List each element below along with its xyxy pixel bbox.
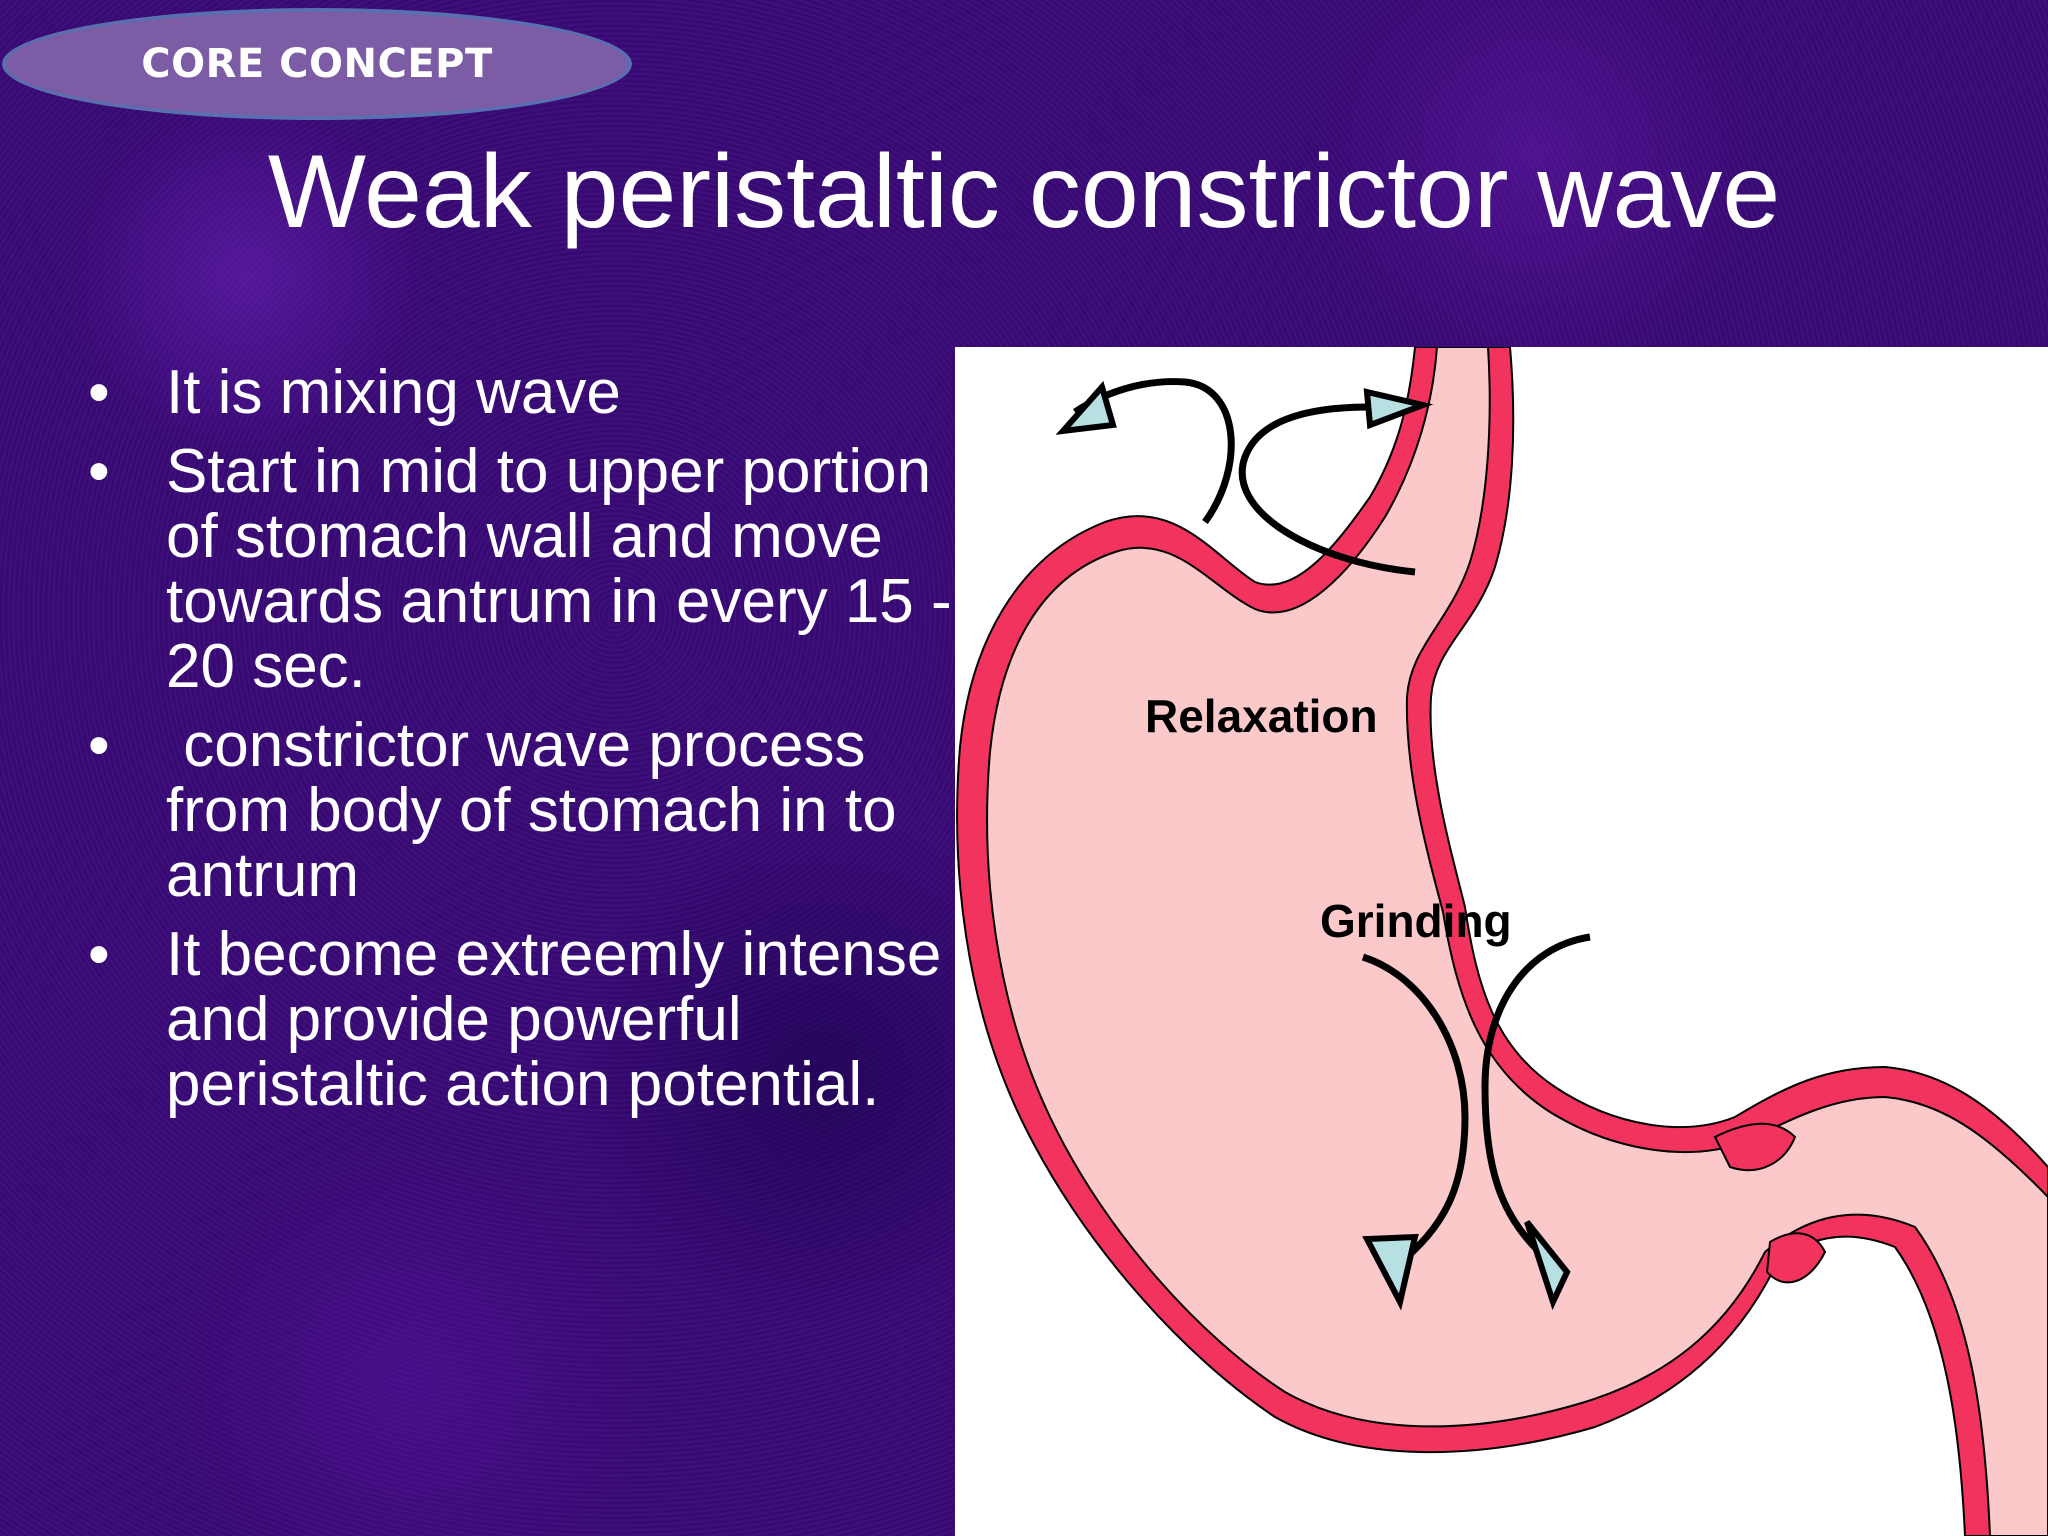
relaxation-label: Relaxation [1145, 690, 1378, 742]
grinding-arrow-left [1361, 953, 1469, 1270]
core-concept-badge: CORE CONCEPT [2, 8, 632, 120]
bullet-text: It is mixing wave [166, 358, 621, 427]
grinding-arrowhead-right [1524, 1220, 1571, 1311]
bullet-item: • Start in mid to upper portion of stoma… [82, 439, 962, 699]
pyloric-sphincter [1713, 1122, 1797, 1172]
bullet-text: constrictor wave process from body of st… [166, 711, 914, 910]
relaxation-arrowhead-right [1363, 388, 1434, 430]
slide-title: Weak peristaltic constrictor wave [267, 134, 1781, 250]
grinding-arrowhead-left [1362, 1233, 1419, 1311]
bullet-item: • constrictor wave process from body of … [82, 713, 962, 908]
stomach-diagram: Relaxation Grinding [955, 347, 2048, 1536]
pyloric-sphincter-lower [1765, 1232, 1827, 1284]
bullet-item: • It is mixing wave [82, 360, 962, 425]
badge-label: CORE CONCEPT [141, 41, 493, 87]
grinding-label: Grinding [1320, 895, 1512, 947]
relaxation-arrow-left [1073, 378, 1235, 525]
stomach-diagram-svg: Relaxation Grinding [956, 347, 2048, 1536]
bullet-text: It become extreemly intense and provide … [166, 920, 942, 1119]
relaxation-arrow-right [1238, 403, 1416, 576]
grinding-arrow-right [1481, 933, 1591, 1260]
bullet-symbol: • [88, 358, 110, 427]
bullet-symbol: • [88, 437, 110, 506]
bullet-item: • It become extreemly intense and provid… [82, 922, 962, 1117]
bullet-symbol: • [88, 920, 110, 989]
relaxation-arrowhead-left [1055, 380, 1117, 435]
bullet-text: Start in mid to upper portion of stomach… [166, 437, 952, 701]
bullet-list: • It is mixing wave • Start in mid to up… [82, 360, 962, 1131]
bullet-symbol: • [88, 711, 110, 780]
